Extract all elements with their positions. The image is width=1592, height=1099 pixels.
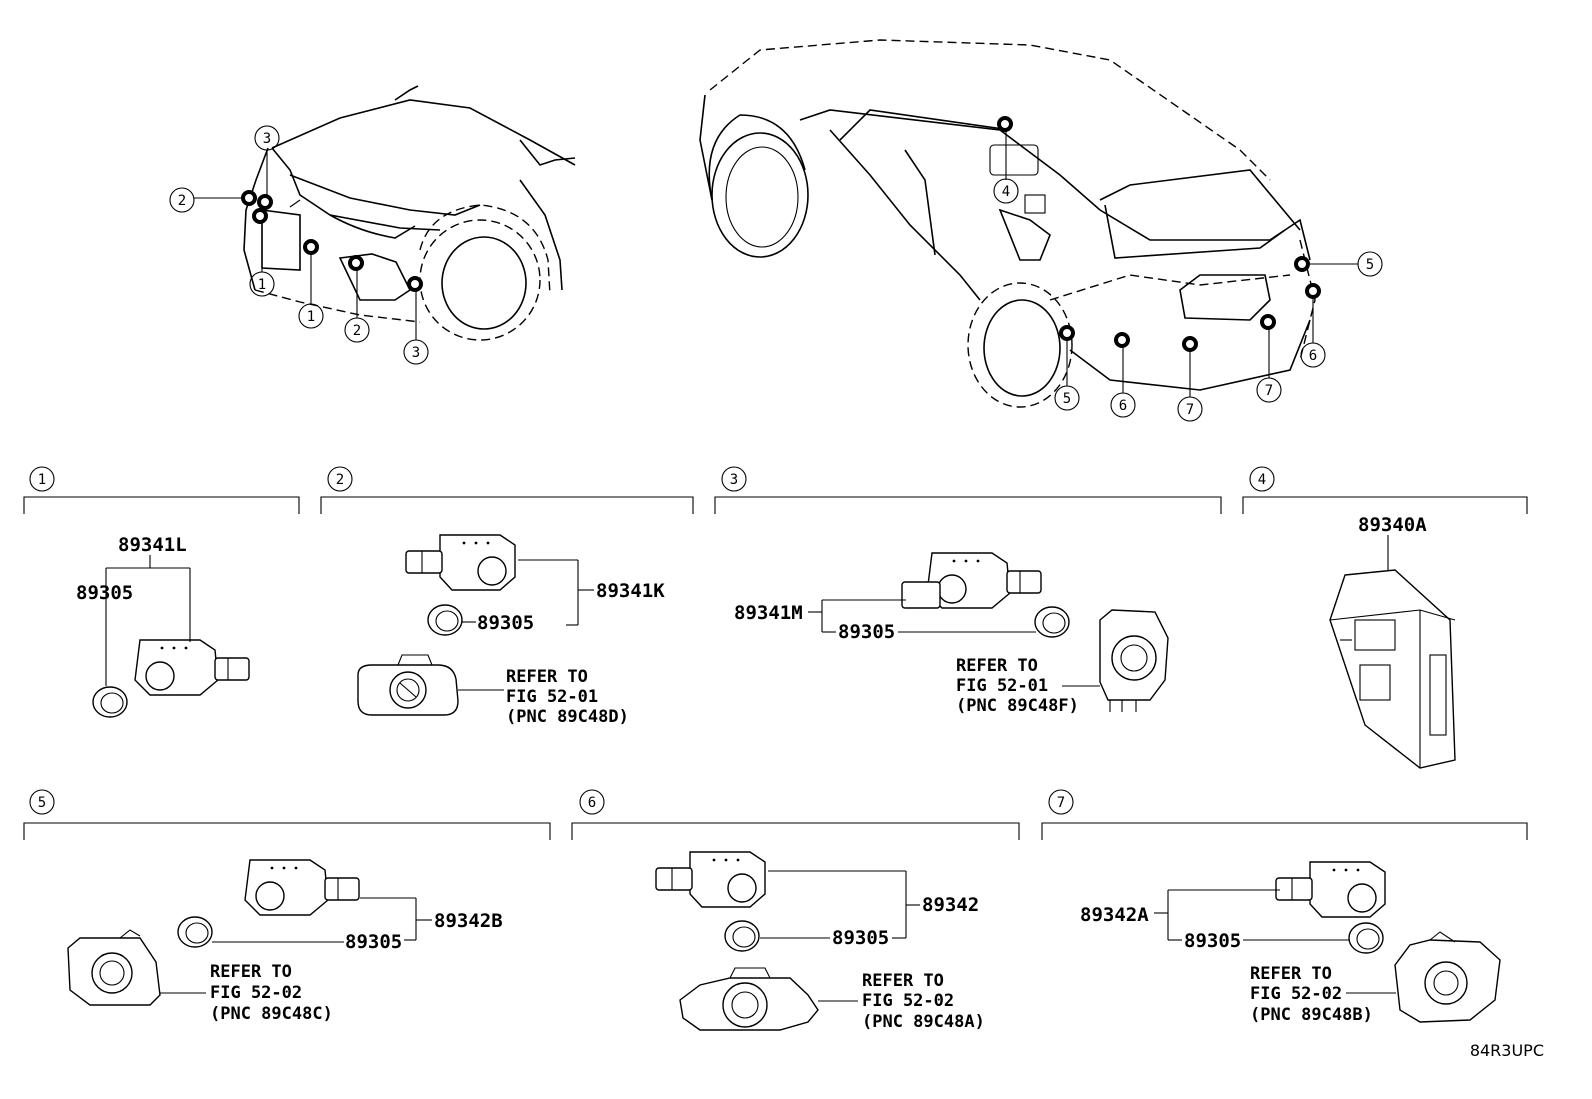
s3-refer-line1: REFER TO [956,656,1038,676]
section-6-number: 6 [588,795,596,811]
section-1: 89341L 89305 [76,534,250,718]
s5-refer-line1: REFER TO [210,962,292,982]
top-callouts: 2 3 1 1 2 3 4 5 6 7 7 6 5 [169,125,1383,422]
s6-refer-line3: (PNC 89C48A) [862,1012,985,1032]
s7-refer-line2: FIG 52-02 [1250,984,1342,1004]
s5-refer-line2: FIG 52-02 [210,983,302,1003]
section-3: 89341M 89305 REFER TO FIG 52-01 (PNC 89C… [734,552,1169,716]
section-7: 89342A 89305 REFER TO FIG 52-02 (PNC 89C… [1080,861,1501,1025]
s6-refer-line1: REFER TO [862,971,944,991]
section-headers: 1 2 3 4 5 6 7 [23,466,1528,840]
section-2: 89341K 89305 REFER TO FIG 52-01 (PNC 89C… [357,534,665,727]
section-5: 89342B 89305 REFER TO FIG 52-02 (PNC 89C… [67,859,503,1024]
s1-ring-part-number: 89305 [76,582,133,604]
s3-refer-line3: (PNC 89C48F) [956,696,1079,716]
callout-7-rear-right: 7 [1265,383,1273,399]
section-1-number: 1 [38,472,46,488]
s4-ecu-part-number: 89340A [1358,514,1427,536]
section-4-number: 4 [1258,472,1266,488]
s6-sensor-part-number: 89342 [922,894,979,916]
callout-5-rear-right: 5 [1366,257,1374,273]
s3-refer-line2: FIG 52-01 [956,676,1048,696]
rear-sensor-locations [997,116,1358,397]
front-car-view [243,85,576,341]
callout-3-front-left: 3 [263,131,271,147]
s1-sensor-part-number: 89341L [118,534,187,556]
s3-sensor-part-number: 89341M [734,602,803,624]
s5-refer-line3: (PNC 89C48C) [210,1004,333,1024]
section-7-number: 7 [1057,795,1065,811]
s2-refer-line1: REFER TO [506,667,588,687]
s2-sensor-part-number: 89341K [596,580,665,602]
callout-2-front-left: 2 [178,193,186,209]
callout-6-rear-right: 6 [1309,348,1317,364]
s2-refer-line2: FIG 52-01 [506,687,598,707]
callout-7-rear-center: 7 [1186,402,1194,418]
callout-1-front-left: 1 [258,277,266,293]
section-5-number: 5 [38,795,46,811]
s7-sensor-part-number: 89342A [1080,904,1149,926]
s7-ring-part-number: 89305 [1184,930,1241,952]
section-3-number: 3 [730,472,738,488]
callout-4-rear: 4 [1002,184,1010,200]
callout-2-front-right: 2 [353,323,361,339]
s5-ring-part-number: 89305 [345,931,402,953]
section-4: 89340A [1329,514,1456,769]
diagram-code: 84R3UPC [1470,1041,1544,1060]
s7-refer-line3: (PNC 89C48B) [1250,1005,1373,1025]
section-6: 89342 89305 REFER TO FIG 52-02 (PNC 89C4… [655,851,985,1032]
s2-ring-part-number: 89305 [477,612,534,634]
callout-1-front-center: 1 [307,309,315,325]
s5-sensor-part-number: 89342B [434,910,503,932]
s6-refer-line2: FIG 52-02 [862,991,954,1011]
callout-6-rear-left: 6 [1119,398,1127,414]
rear-car-view [699,39,1316,408]
s7-refer-line1: REFER TO [1250,964,1332,984]
s3-ring-part-number: 89305 [838,621,895,643]
callout-3-front-right: 3 [412,345,420,361]
front-sensor-locations [194,150,423,340]
s2-refer-line3: (PNC 89C48D) [506,707,629,727]
s6-ring-part-number: 89305 [832,927,889,949]
callout-5-rear-left: 5 [1063,391,1071,407]
section-2-number: 2 [336,472,344,488]
